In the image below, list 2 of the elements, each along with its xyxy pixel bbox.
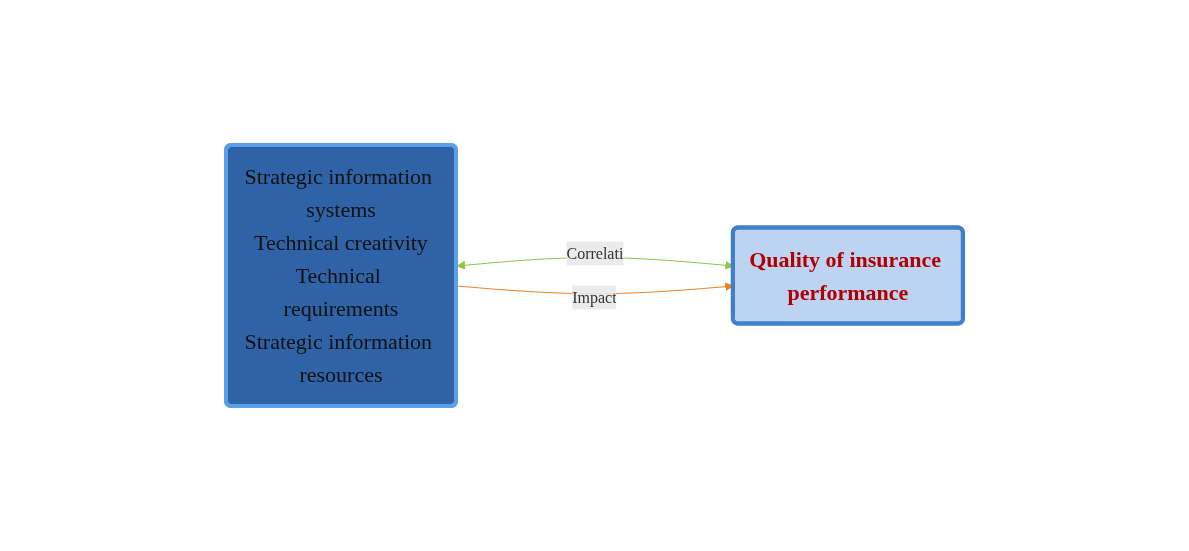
edge-label: Impact	[572, 288, 617, 306]
edge-label: Correlati	[566, 244, 624, 262]
